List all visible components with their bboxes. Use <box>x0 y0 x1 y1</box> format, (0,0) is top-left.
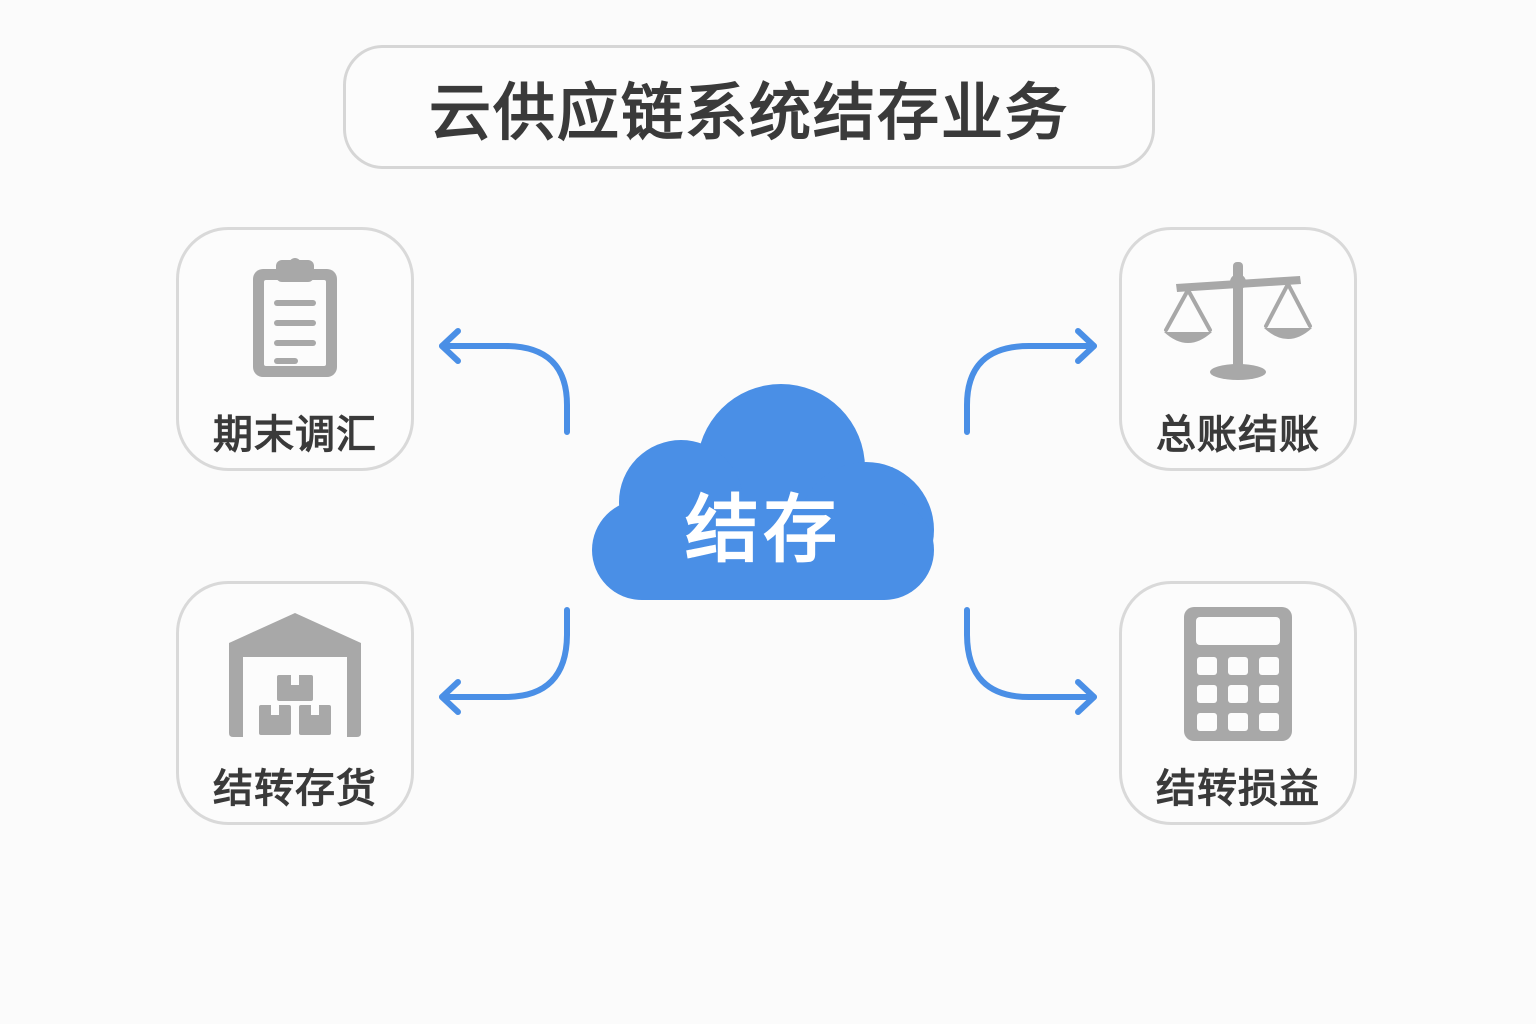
arrowhead-top-left <box>439 328 461 364</box>
title-box: 云供应链系统结存业务 <box>343 45 1155 169</box>
arrow-to-top-right <box>964 343 1097 435</box>
card-label: 结转损益 <box>1156 766 1320 812</box>
card-general-ledger-closing[interactable]: 总账结账 <box>1119 227 1357 471</box>
arrowhead-top-right <box>1075 328 1097 364</box>
warehouse-icon <box>229 613 361 737</box>
page-title: 云供应链系统结存业务 <box>428 76 1069 149</box>
arrow-to-bottom-right <box>964 607 1097 700</box>
card-label: 期末调汇 <box>213 412 377 458</box>
cloud-icon <box>592 384 934 600</box>
calculator-icon <box>1184 607 1292 741</box>
arrow-to-bottom-left <box>439 607 570 700</box>
card-carry-forward-inventory[interactable]: 结转存货 <box>176 581 414 825</box>
balance-scale-icon <box>1164 262 1312 380</box>
arrowhead-bottom-left <box>439 679 461 715</box>
card-label: 总账结账 <box>1156 412 1320 458</box>
clipboard-icon <box>253 258 337 377</box>
arrowhead-bottom-right <box>1075 679 1097 715</box>
card-label: 结转存货 <box>213 766 377 812</box>
card-carry-forward-profit-loss[interactable]: 结转损益 <box>1119 581 1357 825</box>
center-label: 结存 <box>685 487 841 573</box>
card-period-end-adjustment[interactable]: 期末调汇 <box>176 227 414 471</box>
arrow-to-top-left <box>439 343 570 435</box>
